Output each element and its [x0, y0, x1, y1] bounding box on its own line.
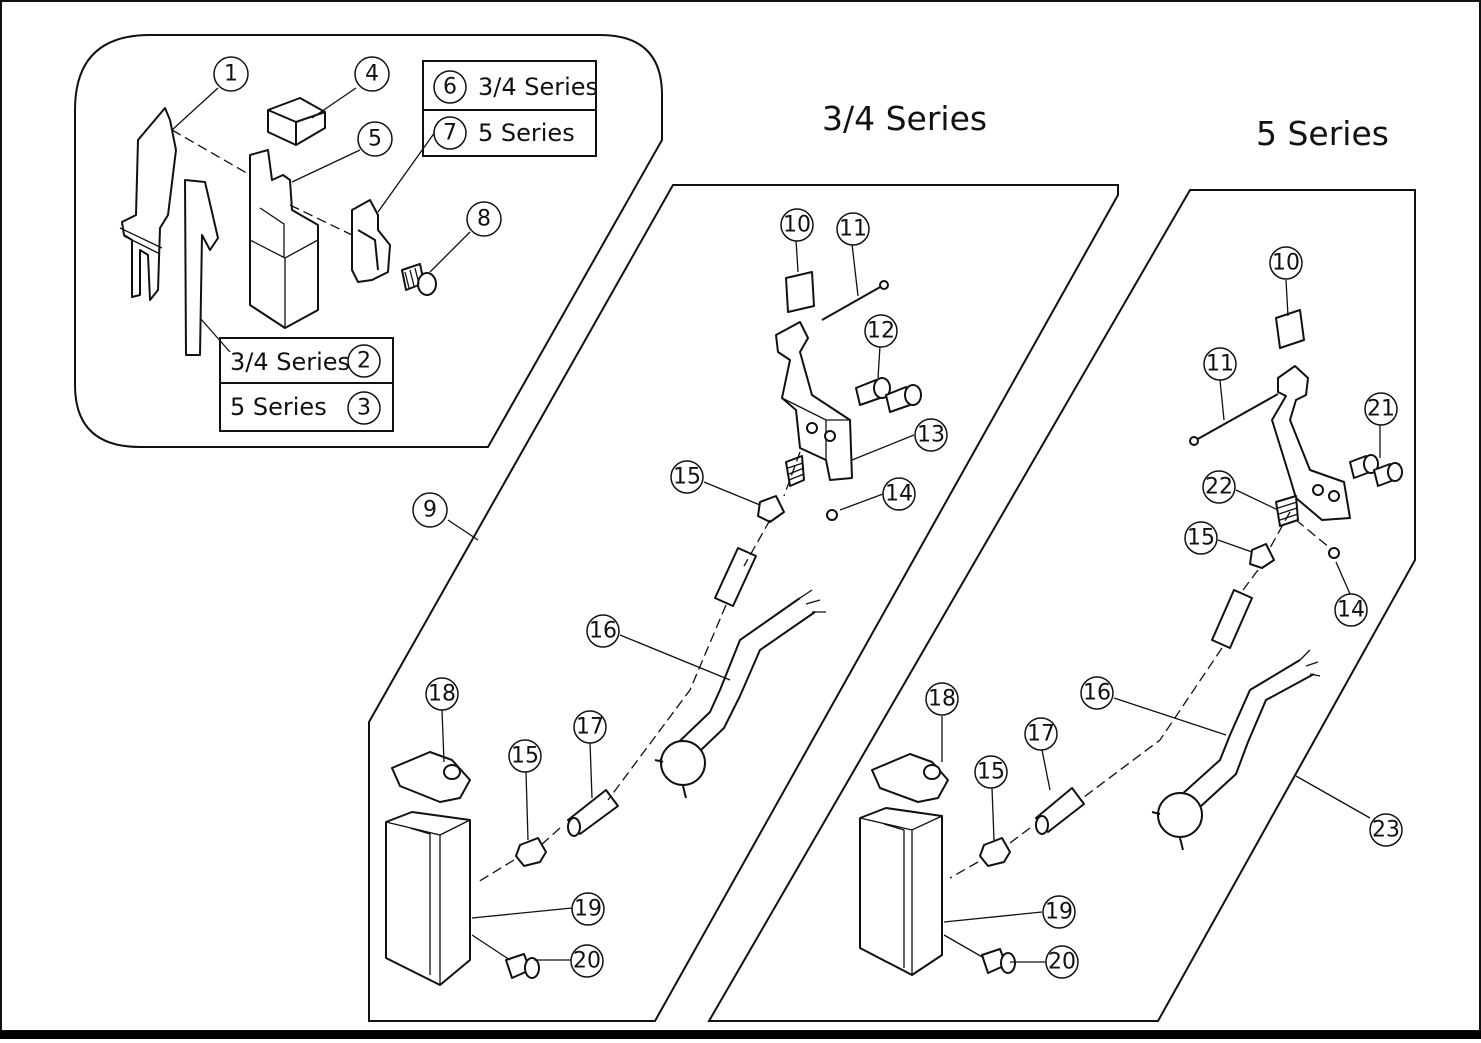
callout-6: 6 [433, 70, 467, 104]
svg-text:16: 16 [589, 619, 617, 644]
svg-text:15: 15 [977, 760, 1005, 785]
svg-text:11: 11 [839, 217, 867, 242]
svg-text:4: 4 [365, 62, 379, 87]
part-2-shape [184, 179, 219, 356]
svg-text:17: 17 [1027, 722, 1055, 747]
series34-parts [385, 271, 922, 986]
callout-5-20: 20 [1045, 945, 1079, 979]
series5-leader-lines [941, 279, 1381, 963]
svg-text:20: 20 [573, 949, 601, 974]
svg-text:18: 18 [928, 687, 956, 712]
svg-text:11: 11 [1206, 352, 1234, 377]
callout-5-19: 19 [1042, 895, 1076, 929]
inset-panel-outline [74, 34, 663, 448]
svg-text:13: 13 [917, 423, 945, 448]
svg-text:3: 3 [357, 396, 371, 421]
svg-text:12: 12 [867, 319, 895, 344]
svg-text:1: 1 [224, 62, 238, 87]
box67-row1-label: 3/4 Series [478, 73, 598, 101]
series-box-67: 3/4 Series 5 Series [422, 60, 598, 157]
svg-text:5: 5 [368, 127, 382, 152]
callout-2: 2 [347, 344, 381, 378]
series5-parts [859, 309, 1403, 976]
svg-text:17: 17 [576, 715, 604, 740]
callout-4: 4 [354, 56, 390, 92]
part-8-shape [401, 263, 437, 296]
svg-text:22: 22 [1205, 475, 1233, 500]
box23-row2-label: 5 Series [230, 393, 327, 421]
svg-text:2: 2 [357, 349, 371, 374]
panel-5-series-outline [707, 189, 1416, 1022]
callout-23: 23 [1369, 813, 1403, 847]
callout-34-20: 20 [570, 944, 604, 978]
svg-text:18: 18 [428, 682, 456, 707]
svg-text:7: 7 [443, 121, 457, 146]
series34-leader-lines [441, 239, 915, 961]
callout-5-11: 11 [1203, 347, 1237, 381]
callout-5-10: 10 [1269, 246, 1303, 280]
callout-1: 1 [213, 56, 249, 92]
svg-text:20: 20 [1048, 950, 1076, 975]
svg-text:16: 16 [1083, 681, 1111, 706]
callout-5-14: 14 [1334, 593, 1368, 627]
svg-text:10: 10 [783, 213, 811, 238]
inset-leader-lines [171, 87, 471, 353]
svg-text:9: 9 [423, 498, 437, 523]
part-67-shape [351, 199, 391, 283]
svg-text:23: 23 [1372, 818, 1400, 843]
svg-text:21: 21 [1367, 397, 1395, 422]
title-34-series: 3/4 Series [822, 99, 987, 138]
callout-3: 3 [347, 391, 381, 425]
part-1-shape [119, 107, 177, 301]
box23-row1-label: 3/4 Series [230, 348, 350, 376]
callout-9: 9 [412, 492, 448, 528]
svg-text:15: 15 [511, 744, 539, 769]
svg-text:14: 14 [885, 482, 913, 507]
callout-34-10: 10 [780, 208, 814, 242]
callout-7: 7 [433, 116, 467, 150]
callout-5: 5 [357, 121, 393, 157]
callout-5-17: 17 [1024, 717, 1058, 751]
svg-text:15: 15 [1187, 526, 1215, 551]
callout-34-14: 14 [882, 477, 916, 511]
assembly-line-inset [171, 129, 353, 236]
part-4-shape [267, 97, 326, 146]
svg-text:19: 19 [574, 897, 602, 922]
callout-5-15b: 15 [974, 755, 1008, 789]
callout-5-16: 16 [1080, 676, 1114, 710]
svg-text:19: 19 [1045, 900, 1073, 925]
callout-34-15b: 15 [508, 739, 542, 773]
svg-text:8: 8 [477, 207, 491, 232]
callout-5-22: 22 [1202, 470, 1236, 504]
part-5-shape [249, 149, 319, 329]
callout-5-21: 21 [1364, 392, 1398, 426]
panel-34-series-outline [368, 184, 1119, 1022]
callout-34-11: 11 [836, 212, 870, 246]
box67-row2-label: 5 Series [478, 119, 575, 147]
callout-34-15: 15 [670, 460, 704, 494]
callout-34-16: 16 [586, 614, 620, 648]
callout-34-19: 19 [571, 892, 605, 926]
bottom-bar [0, 1031, 1481, 1039]
svg-text:14: 14 [1337, 598, 1365, 623]
svg-text:15: 15 [673, 465, 701, 490]
callout-5-15: 15 [1184, 521, 1218, 555]
callout-5-18: 18 [925, 682, 959, 716]
callout-34-17: 17 [573, 710, 607, 744]
svg-text:10: 10 [1272, 251, 1300, 276]
svg-text:6: 6 [443, 75, 457, 100]
callout-34-12: 12 [864, 314, 898, 348]
callout-8: 8 [466, 201, 502, 237]
callout-34-18: 18 [425, 677, 459, 711]
title-5-series: 5 Series [1256, 114, 1389, 153]
callout-34-13: 13 [914, 418, 948, 452]
series-box-23: 3/4 Series 5 Series [219, 337, 394, 432]
